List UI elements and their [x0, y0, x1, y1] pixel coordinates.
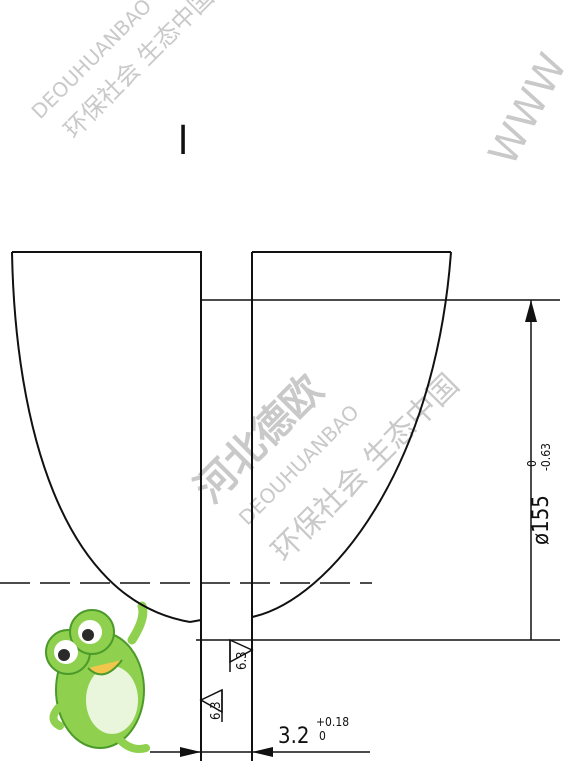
part-outline	[11, 251, 452, 761]
frog-mascot	[45, 601, 150, 753]
svg-text:6.3: 6.3	[209, 701, 224, 720]
width-upper-tol: +0.18	[316, 715, 349, 729]
section-label: I	[178, 118, 189, 164]
diameter-upper-tol: 0	[525, 460, 539, 467]
roughness-symbol-lower: 6.3	[199, 688, 224, 722]
diameter-nominal: ø155	[529, 495, 554, 545]
width-dimension: 3.2 +0.18 0	[150, 715, 370, 757]
diameter-lower-tol: -0.63	[539, 443, 553, 471]
width-nominal: 3.2	[278, 724, 309, 749]
roughness-symbol-upper: 6.3	[229, 638, 254, 672]
svg-text:6.3: 6.3	[235, 651, 250, 670]
width-lower-tol: 0	[319, 729, 326, 743]
watermark-top-left: DEOUHUANBAO 环保社会 生态中国	[27, 0, 220, 144]
svg-text:WWW: WWW	[480, 46, 571, 172]
diameter-dimension: ø155 0 -0.63	[525, 300, 554, 640]
watermark-website: WWW	[480, 46, 571, 172]
watermark-center: 河北德欧 DEOUHUANBAO 环保社会 生态中国	[187, 366, 467, 568]
